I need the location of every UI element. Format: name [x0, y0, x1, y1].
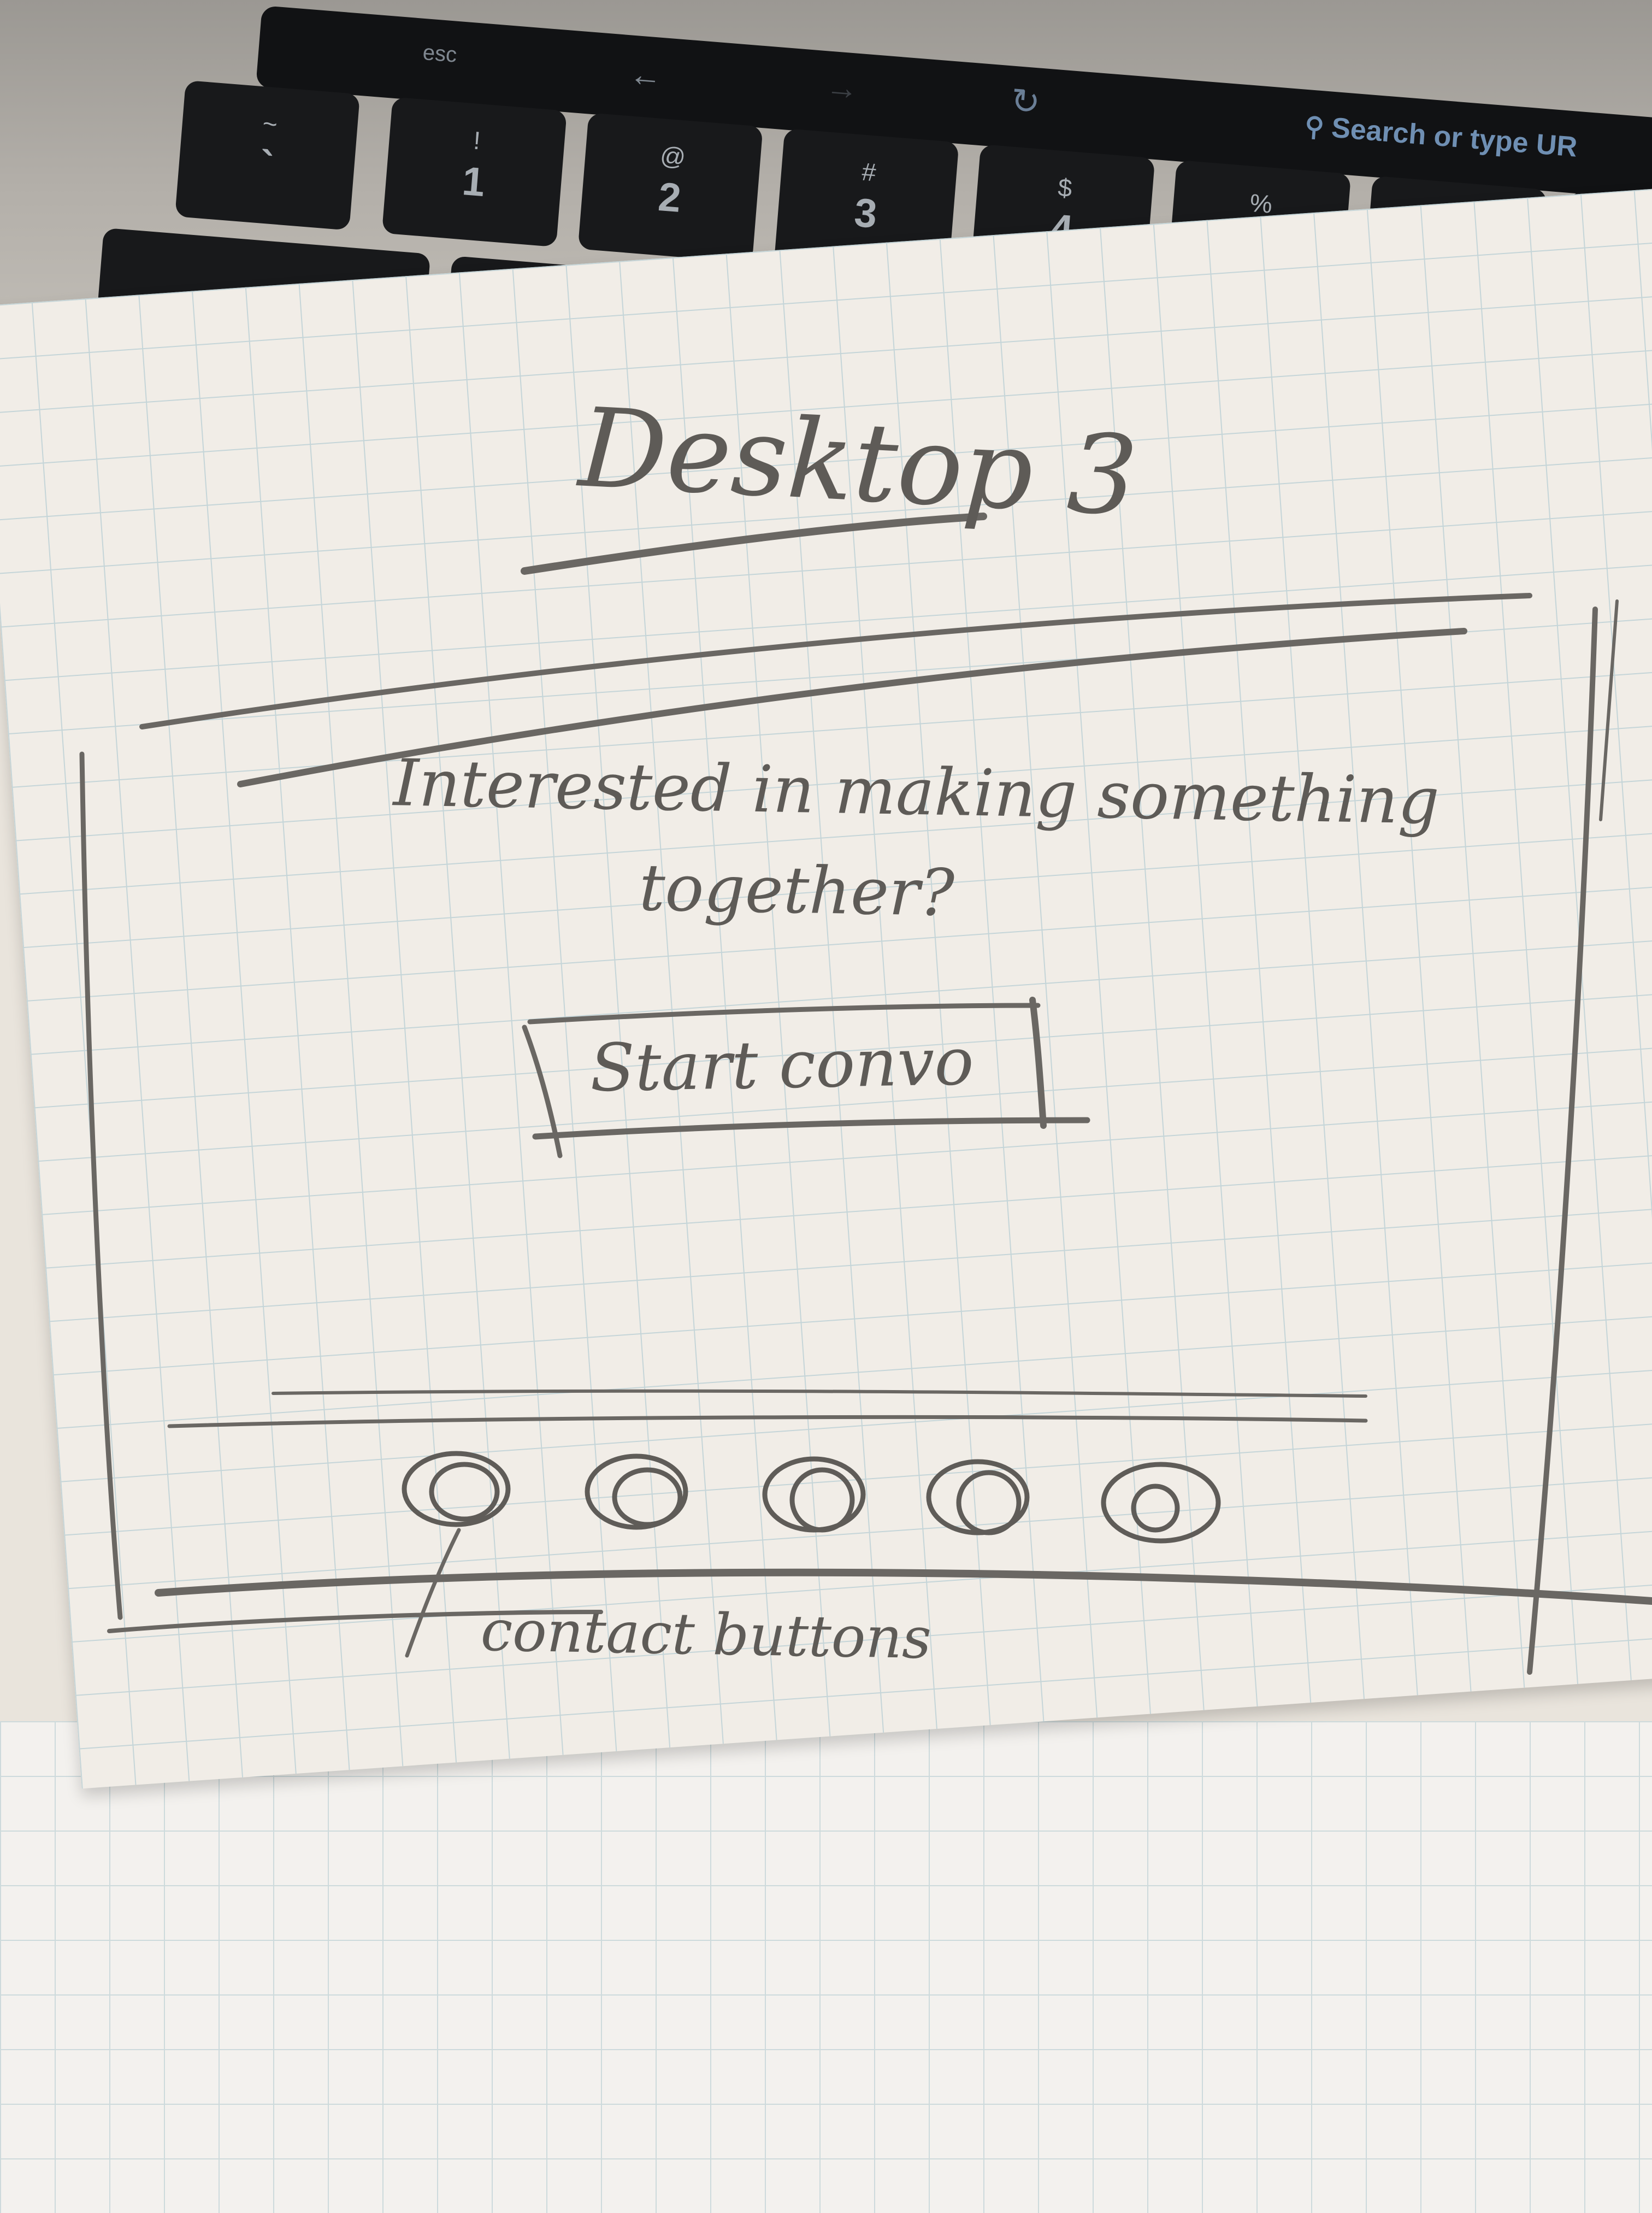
- contact-button-5-inner: [1131, 1484, 1180, 1533]
- cta-box-left: [522, 1025, 563, 1158]
- contact-button-4-inner: [956, 1470, 1022, 1535]
- footer-line-bottom: [155, 1568, 1652, 1605]
- footer-baseline: [107, 1610, 603, 1633]
- cta-box-right: [1029, 997, 1047, 1129]
- frame-right: [1527, 607, 1598, 1675]
- cta-box-top: [527, 1003, 1041, 1025]
- contact-button-3-inner: [789, 1467, 855, 1533]
- cta-box-bottom: [532, 1117, 1090, 1140]
- contact-button-5: [1101, 1462, 1221, 1544]
- frame-left: [79, 751, 123, 1620]
- footer-line-mid: [167, 1415, 1368, 1428]
- start-convo-button-label: Start convo: [589, 1023, 975, 1107]
- contact-button-1-inner: [429, 1462, 500, 1522]
- topbar-line-2: [237, 628, 1467, 787]
- frame-right-inner: [1599, 599, 1619, 821]
- contact-button-2: [585, 1453, 688, 1530]
- caption-pointer: [405, 1528, 461, 1658]
- contact-button-2-inner: [612, 1467, 683, 1527]
- title-underline: [521, 513, 987, 575]
- topbar-line-1: [139, 593, 1532, 729]
- contact-buttons-caption: contact buttons: [480, 1597, 932, 1672]
- footer-line-top: [272, 1389, 1367, 1398]
- headline-line-2: together?: [638, 849, 955, 931]
- notebook-lower-page: [0, 1721, 1652, 2213]
- contact-button-1: [402, 1451, 511, 1527]
